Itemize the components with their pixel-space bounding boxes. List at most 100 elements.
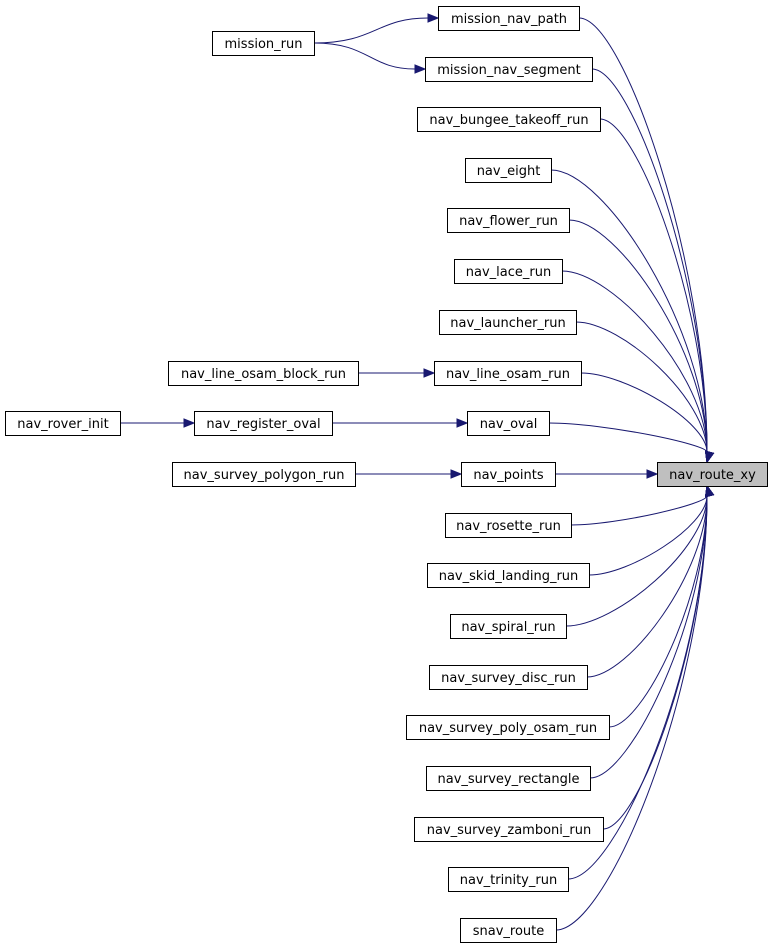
node-nav-route-xy[interactable]: nav_route_xy xyxy=(657,462,768,487)
node-box xyxy=(447,208,570,233)
edge-line xyxy=(561,270,708,453)
arrowhead xyxy=(414,64,427,74)
node-box xyxy=(438,6,580,31)
arrowhead xyxy=(183,418,196,428)
node-box xyxy=(434,361,582,386)
node-label: nav_flower_run xyxy=(459,214,558,229)
node-nav-launcher-run[interactable]: nav_launcher_run xyxy=(439,310,577,335)
node-nav-rosette-run[interactable]: nav_rosette_run xyxy=(445,513,572,538)
node-box xyxy=(467,411,550,436)
edge-line xyxy=(575,321,708,453)
node-nav-spiral-run[interactable]: nav_spiral_run xyxy=(450,614,567,639)
arrowhead xyxy=(456,418,469,428)
edge-snav-route-to-nav-route-xy xyxy=(555,484,715,931)
edge-line xyxy=(591,68,708,453)
node-nav-register-oval[interactable]: nav_register_oval xyxy=(194,411,333,436)
node-box xyxy=(460,918,557,943)
node-box xyxy=(426,766,591,791)
node-label: nav_survey_poly_osam_run xyxy=(419,721,597,736)
node-label: nav_survey_rectangle xyxy=(437,772,579,787)
node-label: snav_route xyxy=(473,924,545,939)
node-nav-bungee-takeoff-run[interactable]: nav_bungee_takeoff_run xyxy=(417,107,601,132)
edge-nav-register-oval-to-nav-oval xyxy=(332,418,469,428)
node-mission-nav-segment[interactable]: mission_nav_segment xyxy=(425,57,593,82)
edge-line xyxy=(313,42,416,70)
edge-line xyxy=(588,495,708,576)
node-box xyxy=(454,259,563,284)
node-nav-rover-init[interactable]: nav_rover_init xyxy=(5,411,121,436)
node-nav-survey-poly-osam-run[interactable]: nav_survey_poly_osam_run xyxy=(406,715,610,740)
arrowhead xyxy=(705,484,715,498)
node-label: mission_run xyxy=(225,37,303,52)
edge-line xyxy=(550,169,708,453)
node-nav-flower-run[interactable]: nav_flower_run xyxy=(447,208,570,233)
node-box xyxy=(417,107,601,132)
edge-line xyxy=(565,495,708,627)
node-label: nav_route_xy xyxy=(669,468,756,483)
edge-line xyxy=(555,495,708,931)
node-box xyxy=(5,411,121,436)
node-box xyxy=(406,715,610,740)
edge-nav-bungee-takeoff-run-to-nav-route-xy xyxy=(599,118,715,464)
node-box xyxy=(194,411,333,436)
node-label: mission_nav_segment xyxy=(437,63,581,78)
node-box xyxy=(425,57,593,82)
edge-nav-oval-to-nav-route-xy xyxy=(548,422,715,464)
node-label: nav_rover_init xyxy=(17,417,109,432)
node-label: mission_nav_path xyxy=(451,12,567,27)
node-label: nav_lace_run xyxy=(466,265,551,280)
edge-mission-run-to-mission-nav-path xyxy=(313,13,440,44)
node-nav-survey-disc-run[interactable]: nav_survey_disc_run xyxy=(429,665,588,690)
edge-nav-points-to-nav-route-xy xyxy=(555,469,659,479)
node-label: nav_survey_disc_run xyxy=(441,671,576,686)
edge-line xyxy=(567,495,708,880)
node-nav-eight[interactable]: nav_eight xyxy=(465,158,552,183)
arrowhead xyxy=(423,368,436,378)
node-label: nav_spiral_run xyxy=(461,620,555,635)
edge-mission-run-to-mission-nav-segment xyxy=(313,42,427,74)
edge-line xyxy=(578,17,708,453)
edge-line xyxy=(580,372,708,453)
node-box xyxy=(439,310,577,335)
edge-line xyxy=(548,422,708,453)
node-box xyxy=(450,614,567,639)
node-mission-run[interactable]: mission_run xyxy=(212,31,315,56)
node-box xyxy=(427,563,590,588)
node-mission-nav-path[interactable]: mission_nav_path xyxy=(438,6,580,31)
node-nav-survey-rectangle[interactable]: nav_survey_rectangle xyxy=(426,766,591,791)
node-nav-oval[interactable]: nav_oval xyxy=(467,411,550,436)
arrowhead xyxy=(646,469,659,479)
node-nav-line-osam-run[interactable]: nav_line_osam_run xyxy=(434,361,582,386)
node-nav-survey-zamboni-run[interactable]: nav_survey_zamboni_run xyxy=(414,817,604,842)
edge-line xyxy=(602,495,708,830)
node-nav-line-osam-block-run[interactable]: nav_line_osam_block_run xyxy=(168,361,359,386)
node-label: nav_survey_polygon_run xyxy=(184,468,345,483)
node-box xyxy=(429,665,588,690)
edge-nav-line-osam-block-run-to-nav-line-osam-run xyxy=(358,368,436,378)
arrowhead xyxy=(427,13,440,23)
edge-nav-line-osam-run-to-nav-route-xy xyxy=(580,372,715,464)
node-nav-points[interactable]: nav_points xyxy=(461,462,556,487)
node-snav-route[interactable]: snav_route xyxy=(460,918,557,943)
node-nav-lace-run[interactable]: nav_lace_run xyxy=(454,259,563,284)
node-box xyxy=(414,817,604,842)
edge-line xyxy=(608,495,708,728)
edge-line xyxy=(586,495,708,678)
node-label: nav_line_osam_run xyxy=(446,367,570,382)
node-label: nav_register_oval xyxy=(206,417,320,432)
node-label: nav_trinity_run xyxy=(460,873,557,888)
node-label: nav_rosette_run xyxy=(456,519,561,534)
node-box xyxy=(445,513,572,538)
edges-layer xyxy=(120,13,715,931)
node-label: nav_skid_landing_run xyxy=(439,569,579,584)
node-nav-trinity-run[interactable]: nav_trinity_run xyxy=(448,867,569,892)
edge-nav-skid-landing-run-to-nav-route-xy xyxy=(588,484,715,576)
nodes-layer: mission_nav_path mission_run mission_nav_s… xyxy=(5,6,768,943)
node-nav-survey-polygon-run[interactable]: nav_survey_polygon_run xyxy=(172,462,356,487)
edge-line xyxy=(589,495,708,779)
node-label: nav_launcher_run xyxy=(450,316,566,331)
edge-line xyxy=(570,495,708,526)
node-nav-skid-landing-run[interactable]: nav_skid_landing_run xyxy=(427,563,590,588)
node-box xyxy=(448,867,569,892)
